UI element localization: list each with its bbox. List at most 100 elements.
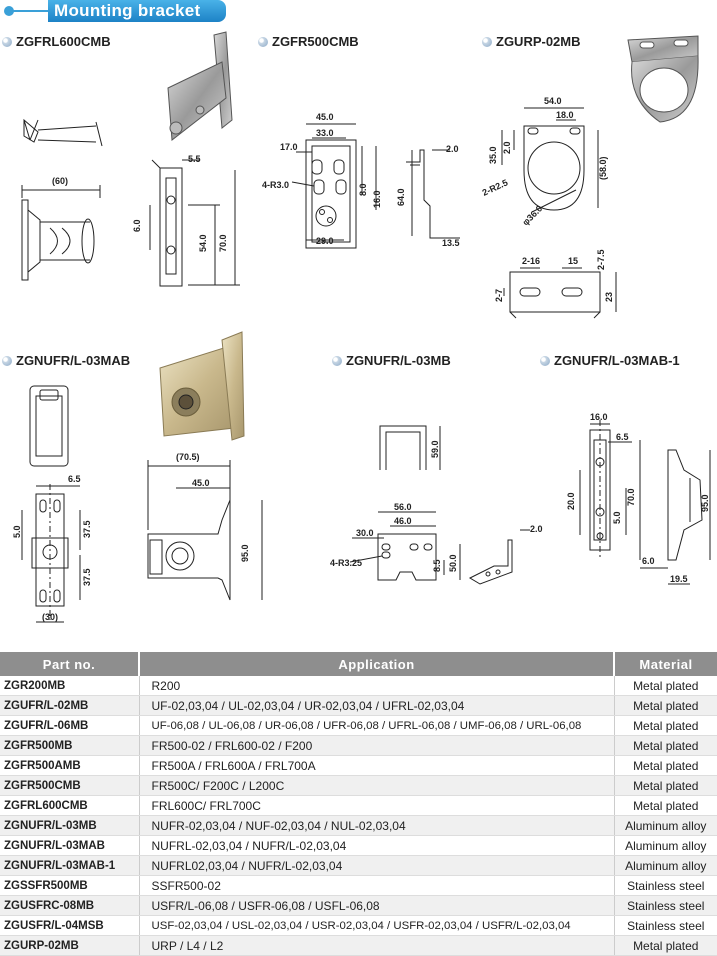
cell-part: ZGUFR/L-06MB: [0, 715, 139, 736]
bullet-icon: [540, 355, 550, 366]
cell-app: FR500A / FRL600A / FRL700A: [138, 755, 614, 776]
section-banner: Mounting bracket: [0, 0, 230, 22]
product-name: ZGFR500CMB: [272, 34, 359, 49]
product-name: ZGNUFR/L-03MB: [346, 353, 451, 368]
cell-app: R200: [138, 676, 614, 696]
dim-label: 4-R3.25: [330, 558, 362, 568]
banner-dot-icon: [4, 6, 14, 16]
dim-label: 6.0: [132, 219, 142, 232]
dim-label: (30): [42, 612, 58, 622]
cell-mat: Metal plated: [613, 775, 717, 796]
header-material: Material: [614, 652, 717, 676]
dim-label: 54.0: [544, 96, 562, 106]
product-name: ZGURP-02MB: [496, 34, 581, 49]
cell-app: SSFR500-02: [138, 875, 614, 896]
cell-mat: Metal plated: [613, 735, 717, 756]
dim-label: 95.0: [240, 544, 250, 562]
dim-label: 37.5: [82, 568, 92, 586]
dimension-labels: (60) 5.5 6.0 54.0 70.0 45.0 33.0 17.0 4-…: [12, 96, 710, 622]
cell-mat: Metal plated: [613, 715, 717, 736]
dim-label: 2.0: [530, 524, 543, 534]
zgnufr-03mb-front-view: [349, 511, 461, 581]
header-application: Application: [139, 652, 615, 676]
dim-label: 33.0: [316, 128, 334, 138]
dim-label: 70.0: [218, 234, 228, 252]
cell-part: ZGURP-02MB: [0, 935, 139, 956]
dim-label: 5.5: [188, 154, 201, 164]
cell-app: FR500-02 / FRL600-02 / F200: [138, 735, 614, 756]
dim-label: 19.5: [670, 574, 688, 584]
dim-label: 6.0: [642, 556, 655, 566]
dim-label: 37.5: [82, 520, 92, 538]
dim-label: 16.0: [590, 412, 608, 422]
zgurp-02mb-bottom-view: [503, 267, 617, 319]
zgnufr-03mab-side-view: [147, 460, 263, 601]
dim-label: 2-7.5: [596, 249, 606, 270]
cell-app: UF-06,08 / UL-06,08 / UR-06,08 / UFR-06,…: [138, 715, 614, 736]
dim-label: 64.0: [396, 188, 406, 206]
dim-label: 17.0: [280, 142, 298, 152]
cell-part: ZGR200MB: [0, 676, 139, 696]
dim-label: (60): [52, 176, 68, 186]
dim-label: 29.0: [316, 236, 334, 246]
cell-mat: Metal plated: [613, 935, 717, 956]
zgfrl600cmb-photo: [167, 31, 233, 141]
bullet-icon: [258, 36, 268, 47]
dim-label: 50.0: [448, 554, 458, 572]
cell-mat: Stainless steel: [613, 895, 717, 916]
dim-label: 23: [604, 292, 614, 302]
cell-app: USF-02,03,04 / USL-02,03,04 / USR-02,03,…: [138, 915, 614, 936]
dim-label: 56.0: [394, 502, 412, 512]
banner-line: [6, 10, 50, 12]
product-label-2: ZGFR500CMB: [258, 34, 359, 49]
technical-drawings: (60) 5.5 6.0 54.0 70.0 45.0 33.0 17.0 4-…: [12, 31, 711, 623]
cell-part: ZGUFR/L-02MB: [0, 695, 139, 716]
dim-label: 8.5: [432, 559, 442, 572]
cell-part: ZGUSFRC-08MB: [0, 895, 139, 916]
cell-app: NUFR-02,03,04 / NUF-02,03,04 / NUL-02,03…: [138, 815, 614, 836]
bullet-icon: [2, 355, 12, 366]
dim-label: 2.0: [446, 144, 459, 154]
product-label-4: ZGNUFR/L-03MAB: [2, 353, 130, 368]
dim-label: 6.5: [616, 432, 629, 442]
dim-label: 8.0: [358, 183, 368, 196]
dim-label: 35.0: [488, 146, 498, 164]
dim-label: 59.0: [430, 440, 440, 458]
zgnufr-03mab-photo: [159, 331, 245, 441]
cell-mat: Aluminum alloy: [613, 855, 717, 876]
zgnufr-03mab-front-view: [21, 484, 81, 623]
cell-part: ZGSSFR500MB: [0, 875, 139, 896]
dim-label: 4-R3.0: [262, 180, 289, 190]
dim-label: 5.0: [12, 525, 22, 538]
cell-mat: Aluminum alloy: [613, 835, 717, 856]
dim-label: 13.5: [442, 238, 460, 248]
dim-label: 70.0: [626, 488, 636, 506]
dim-label: (58.0): [598, 156, 608, 180]
dim-label: 18.0: [556, 110, 574, 120]
section-title: Mounting bracket: [48, 0, 226, 22]
cell-app: NUFRL-02,03,04 / NUFR/L-02,03,04: [138, 835, 614, 856]
cell-mat: Aluminum alloy: [613, 815, 717, 836]
dim-label: 54.0: [198, 234, 208, 252]
product-name: ZGFRL600CMB: [16, 34, 111, 49]
cell-app: NUFRL02,03,04 / NUFR/L-02,03,04: [138, 855, 614, 876]
cell-mat: Stainless steel: [613, 915, 717, 936]
cell-mat: Metal plated: [613, 695, 717, 716]
zgfrl600cmb-side-view: [23, 118, 103, 147]
product-label-6: ZGNUFR/L-03MAB-1: [540, 353, 680, 368]
cell-mat: Stainless steel: [613, 875, 717, 896]
cell-app: FR500C/ F200C / L200C: [138, 775, 614, 796]
cell-part: ZGFR500CMB: [0, 775, 139, 796]
